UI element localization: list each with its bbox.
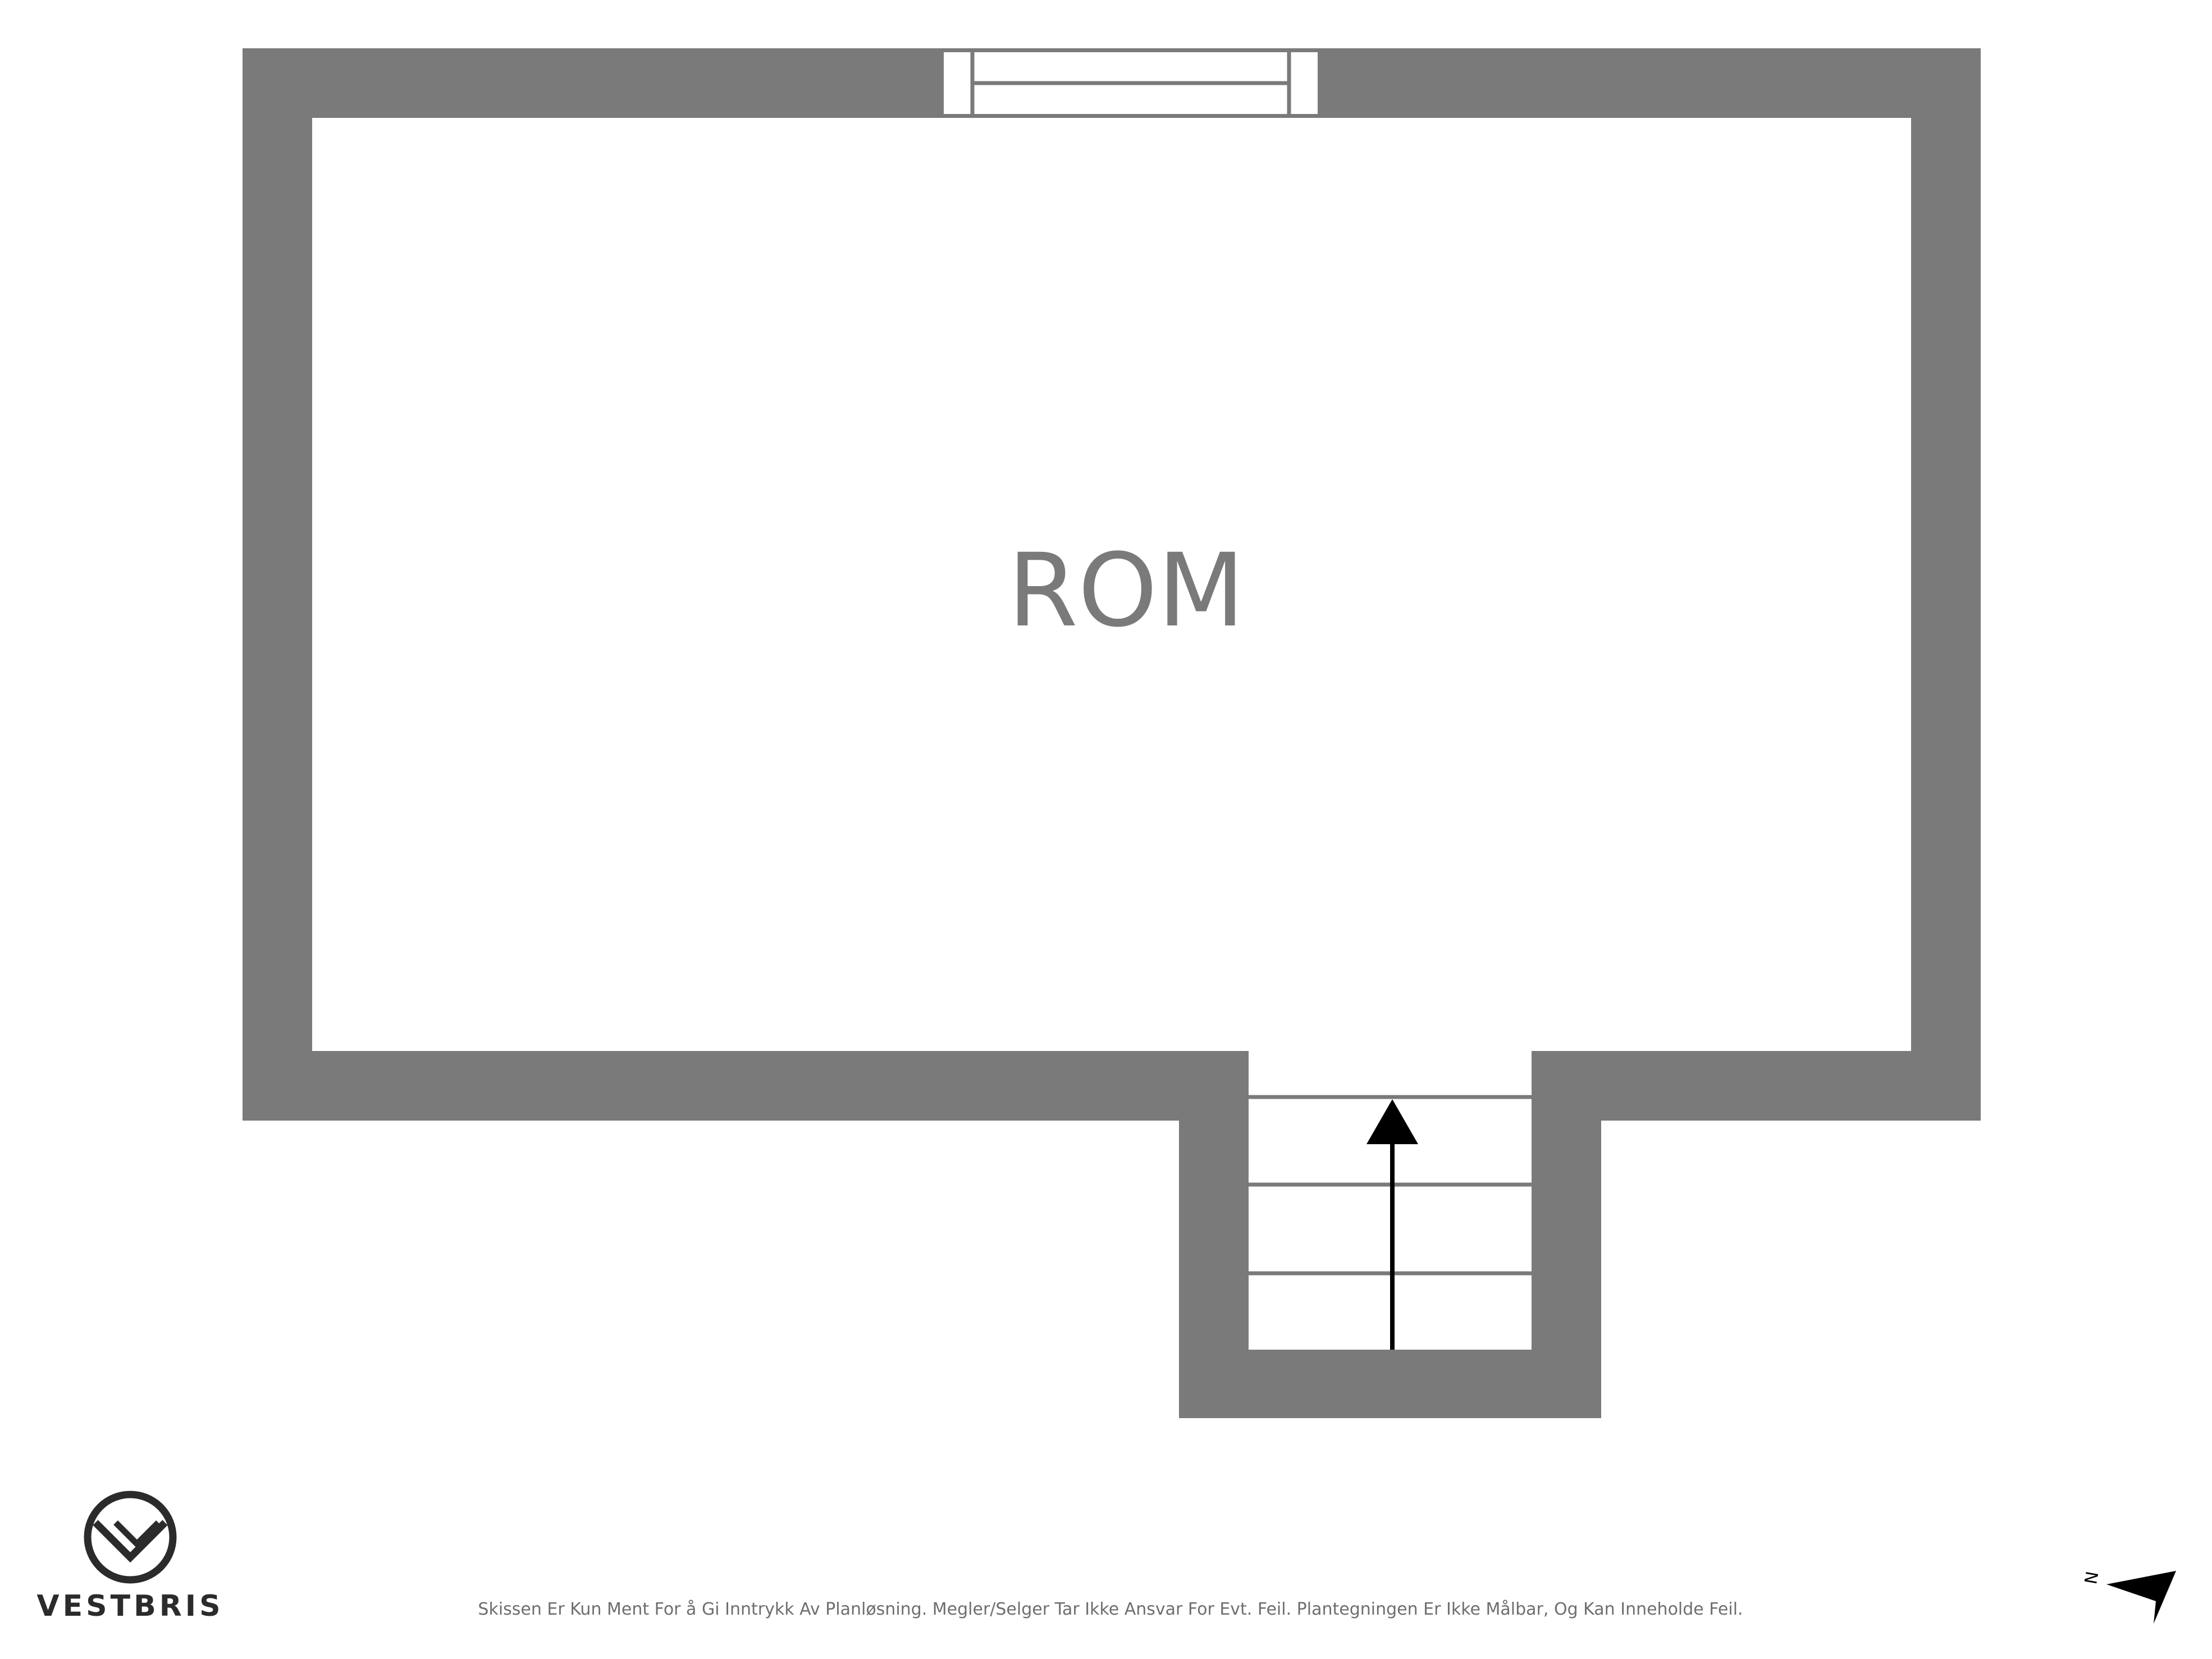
disclaimer-text: Skissen Er Kun Ment For å Gi Inntrykk Av… bbox=[478, 1599, 1743, 1619]
stair-direction-arrow-icon bbox=[1366, 1099, 1418, 1144]
compass-label: N bbox=[2080, 1570, 2101, 1585]
staircase bbox=[1249, 1095, 1532, 1350]
compass: N bbox=[2080, 1570, 2176, 1624]
north-arrow-icon bbox=[2106, 1571, 2176, 1624]
window bbox=[940, 49, 1321, 117]
vestbris-logo-icon bbox=[84, 1491, 177, 1584]
brand-name: VESTBRIS bbox=[36, 1589, 223, 1623]
walls bbox=[243, 48, 1981, 1418]
room-label: ROM bbox=[1008, 532, 1245, 650]
exterior-wall bbox=[243, 48, 1981, 1418]
brand-logo: VESTBRIS bbox=[36, 1491, 223, 1623]
